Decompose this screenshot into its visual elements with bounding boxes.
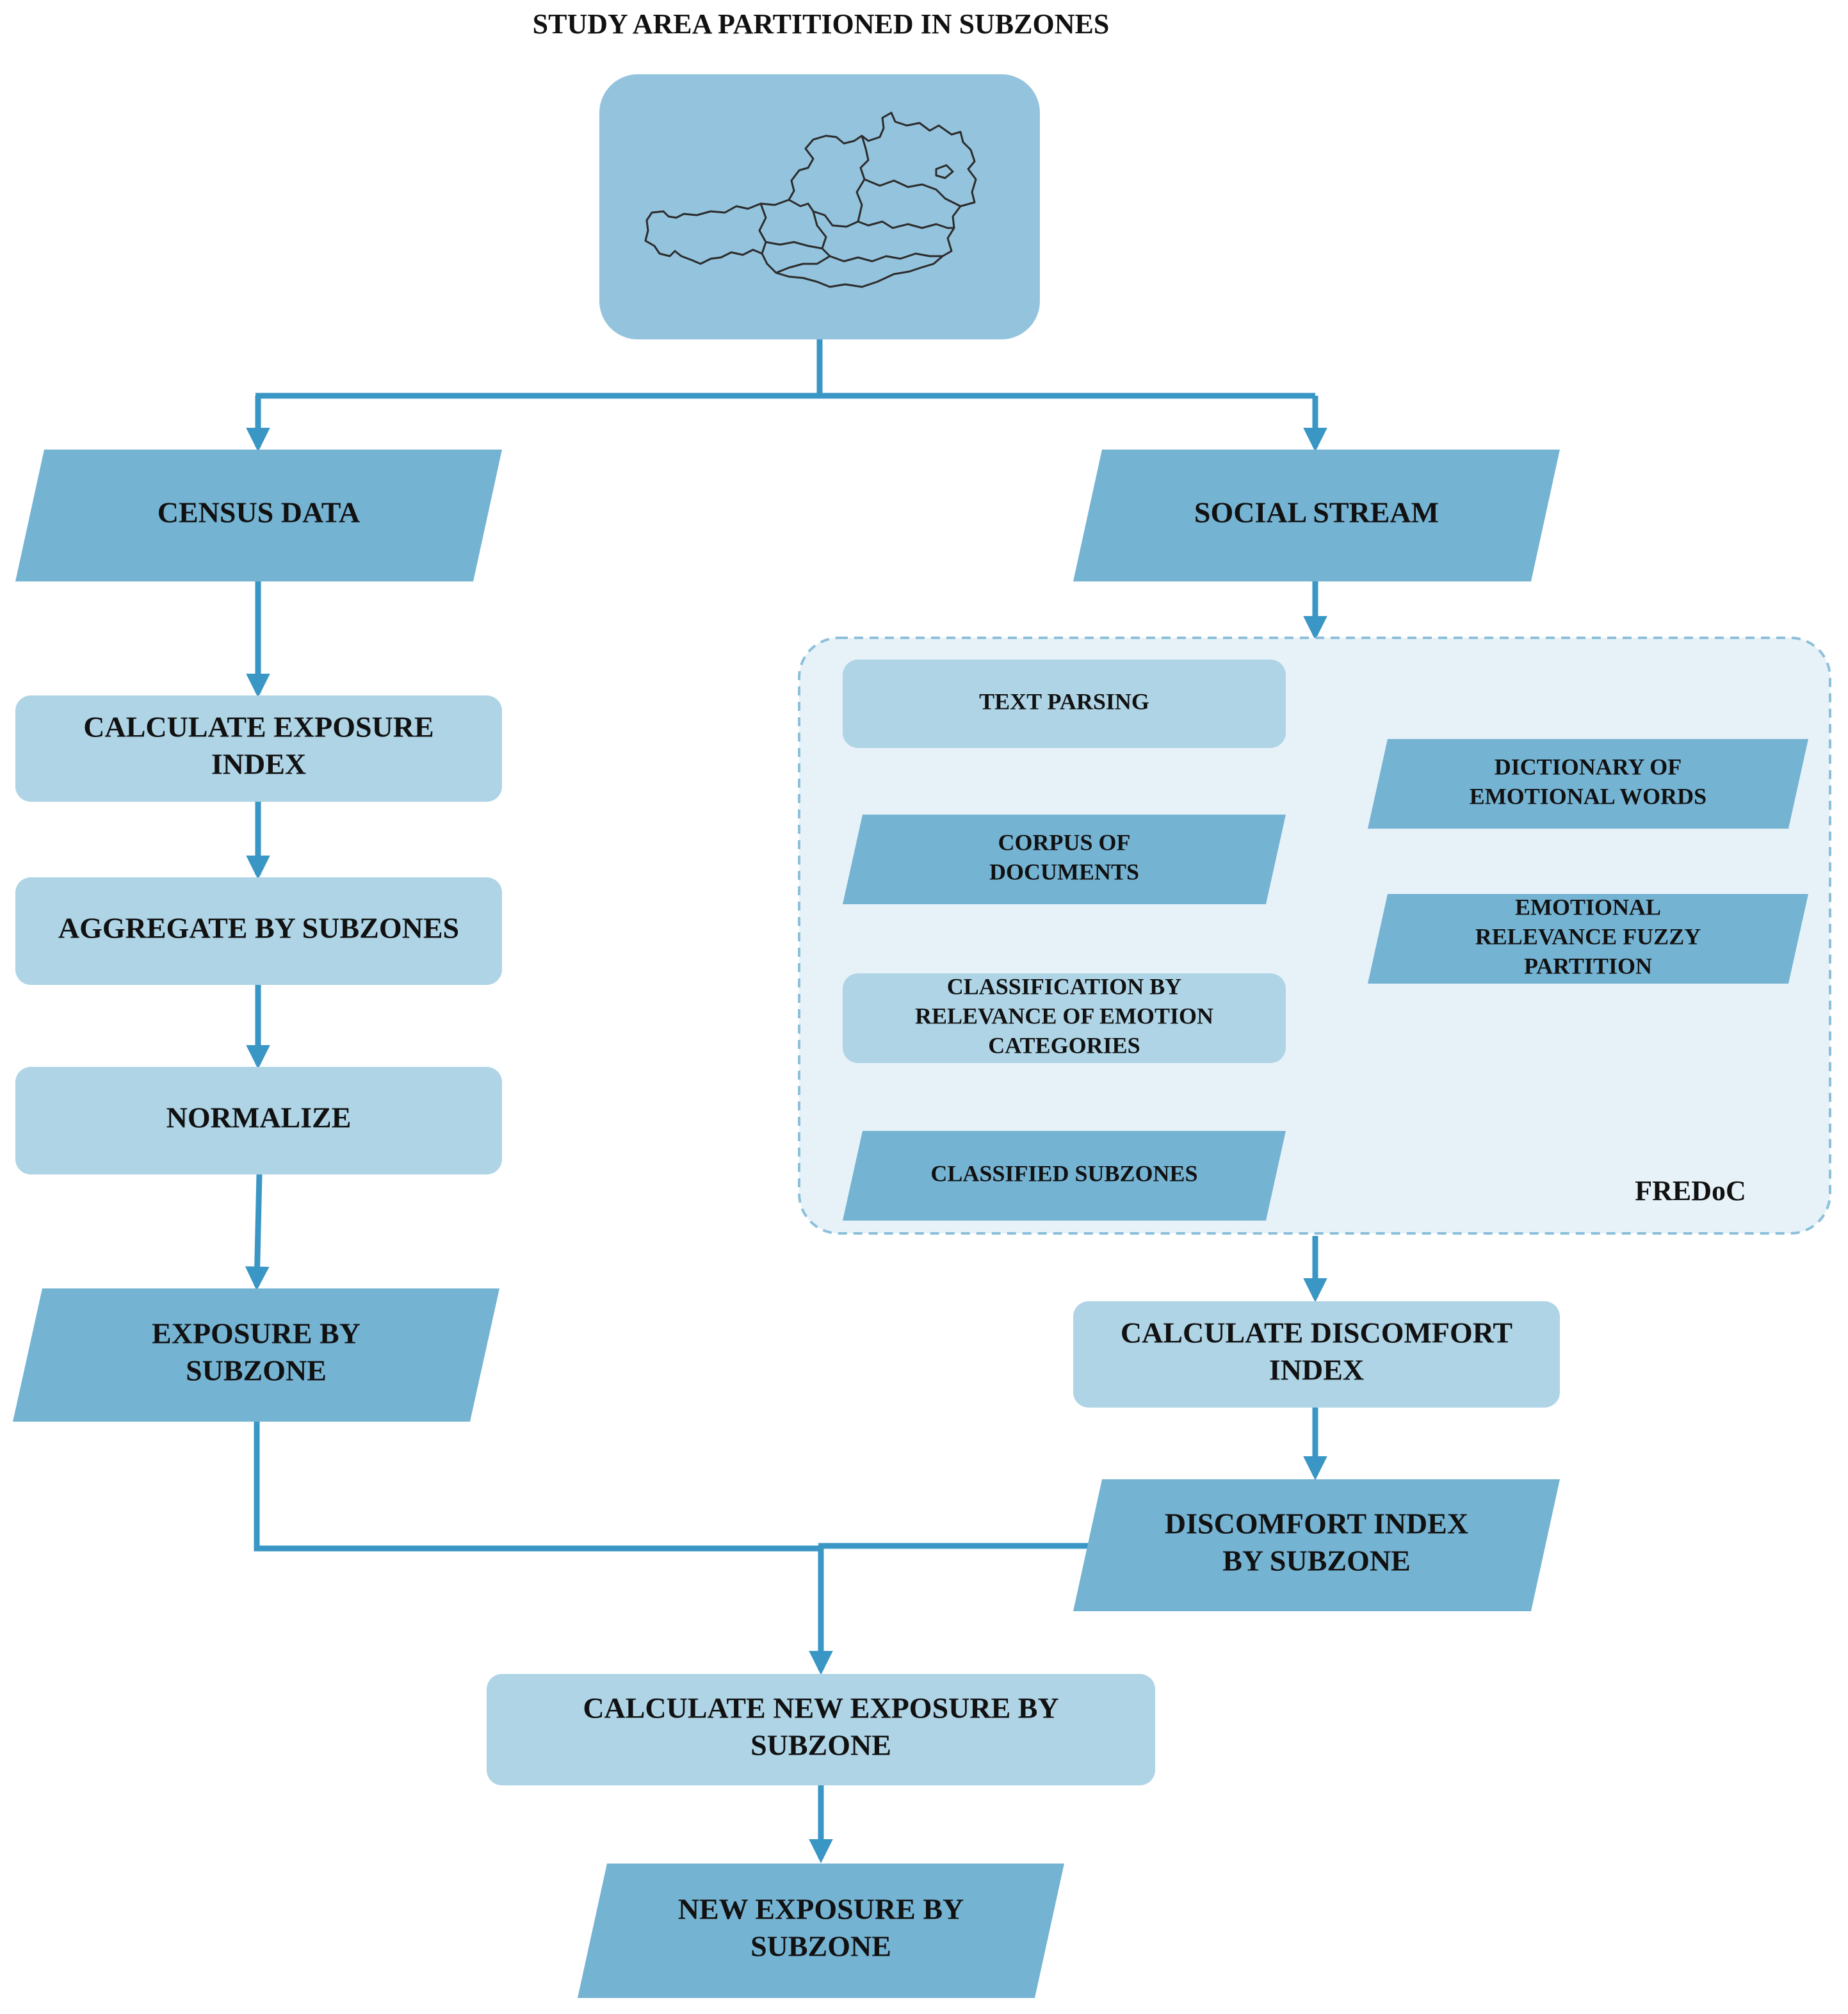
process-box — [487, 1674, 1155, 1785]
discomfort-index-by-subzone-node: DISCOMFORT INDEX BY SUBZONE — [1073, 1479, 1560, 1611]
node-label-line: SUBZONE — [750, 1930, 891, 1963]
data-parallelogram — [843, 815, 1286, 904]
calculate-new-exposure-node: CALCULATE NEW EXPOSURE BY SUBZONE — [487, 1674, 1155, 1785]
connector-exposure-to-merge — [254, 1422, 821, 1552]
census-data-node: CENSUS DATA — [15, 450, 502, 581]
data-parallelogram — [15, 450, 502, 581]
node-label-line: RELEVANCE OF EMOTION — [915, 1003, 1213, 1028]
austria-map-icon — [644, 111, 977, 288]
node-label-line: CLASSIFICATION BY — [947, 973, 1181, 999]
text-parsing-node: TEXT PARSING — [843, 660, 1286, 748]
normalize-node: NORMALIZE — [15, 1067, 502, 1174]
fuzzy-partition-node: EMOTIONAL RELEVANCE FUZZY PARTITION — [1368, 894, 1808, 984]
data-parallelogram — [1073, 450, 1560, 581]
node-label-line: EXPOSURE BY — [152, 1317, 361, 1350]
data-parallelogram — [843, 1131, 1286, 1221]
data-parallelogram — [1073, 1479, 1560, 1611]
node-label-line: DICTIONARY OF — [1495, 754, 1682, 779]
arrow-normalize-to-exposure — [245, 1174, 270, 1291]
calculate-exposure-index-node: CALCULATE EXPOSURE INDEX — [15, 695, 502, 802]
node-label-line: CATEGORIES — [988, 1032, 1140, 1058]
node-label-line: CENSUS DATA — [158, 496, 361, 529]
flowchart-nodes: CENSUS DATA CALCULATE EXPOSURE INDEX AGGREG… — [13, 450, 1808, 1998]
node-label-line: TEXT PARSING — [979, 688, 1149, 714]
node-label-line: CALCULATE EXPOSURE — [83, 711, 434, 743]
node-label-line: SUBZONE — [186, 1354, 327, 1387]
node-label-line: DOCUMENTS — [989, 859, 1139, 884]
node-label-line: INDEX — [211, 748, 306, 781]
node-label-line: SUBZONE — [750, 1729, 891, 1762]
process-box — [15, 877, 502, 985]
node-label-line: AGGREGATE BY SUBZONES — [58, 912, 459, 945]
exposure-by-subzone-node: EXPOSURE BY SUBZONE — [13, 1288, 499, 1422]
node-label-line: CALCULATE NEW EXPOSURE BY — [583, 1692, 1058, 1725]
aggregate-by-subzones-node: AGGREGATE BY SUBZONES — [15, 877, 502, 985]
node-label-line: NORMALIZE — [166, 1101, 352, 1134]
process-box — [843, 660, 1286, 748]
node-label-line: CLASSIFIED SUBZONES — [930, 1160, 1197, 1186]
process-box — [1073, 1301, 1560, 1408]
process-box — [15, 1067, 502, 1174]
corpus-of-documents-node: CORPUS OF DOCUMENTS — [843, 815, 1286, 904]
node-label-line: DISCOMFORT INDEX — [1165, 1507, 1468, 1540]
fredoc-label: FREDoC — [1635, 1175, 1746, 1206]
process-box — [15, 695, 502, 802]
data-parallelogram — [13, 1288, 499, 1422]
data-parallelogram — [1368, 894, 1808, 984]
node-label-line: CORPUS OF — [998, 829, 1131, 855]
classification-node: CLASSIFICATION BY RELEVANCE OF EMOTION CAT… — [843, 973, 1286, 1063]
new-exposure-by-subzone-node: NEW EXPOSURE BY SUBZONE — [578, 1864, 1064, 1998]
data-parallelogram — [1368, 739, 1808, 829]
process-box — [843, 973, 1286, 1063]
social-stream-node: SOCIAL STREAM — [1073, 450, 1560, 581]
calculate-discomfort-index-node: CALCULATE DISCOMFORT INDEX — [1073, 1301, 1560, 1408]
node-label-line: BY SUBZONE — [1222, 1545, 1411, 1577]
map-box — [599, 74, 1040, 339]
node-label-line: EMOTIONAL WORDS — [1470, 783, 1706, 809]
node-label-line: RELEVANCE FUZZY — [1475, 923, 1701, 949]
data-parallelogram — [578, 1864, 1064, 1998]
dictionary-node: DICTIONARY OF EMOTIONAL WORDS — [1368, 739, 1808, 829]
node-label-line: SOCIAL STREAM — [1194, 496, 1439, 529]
study-area-node — [599, 74, 1040, 339]
node-label-line: PARTITION — [1524, 953, 1652, 979]
classified-subzones-node: CLASSIFIED SUBZONES — [843, 1131, 1286, 1221]
diagram-title: STUDY AREA PARTITIONED IN SUBZONES — [533, 8, 1110, 40]
node-label-line: EMOTIONAL — [1515, 894, 1661, 920]
node-label-line: NEW EXPOSURE BY — [678, 1893, 964, 1926]
node-label-line: INDEX — [1269, 1354, 1364, 1386]
node-label-line: CALCULATE DISCOMFORT — [1121, 1317, 1512, 1349]
